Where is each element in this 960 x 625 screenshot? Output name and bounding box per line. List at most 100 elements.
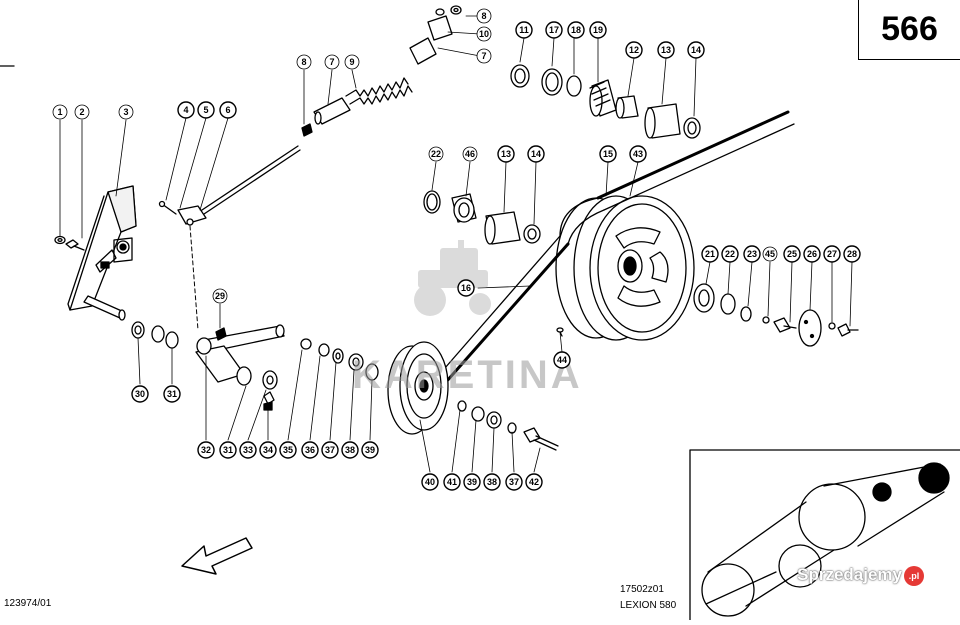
callout-7: 7	[324, 54, 340, 70]
large-pulley	[555, 195, 695, 341]
drawing-code: 123974/01	[4, 598, 52, 609]
callout-28: 28	[843, 245, 861, 263]
callout-circle	[589, 21, 607, 39]
callout-8: 8	[296, 54, 312, 70]
callout-46: 46	[462, 146, 478, 162]
callout-circle	[341, 441, 359, 459]
callout-8: 8	[476, 8, 492, 24]
tractor-watermark-icon	[414, 240, 491, 316]
callout-circle	[657, 41, 675, 59]
callout-label: 8	[301, 57, 306, 67]
callout-label: 40	[425, 477, 435, 487]
callout-23: 23	[743, 245, 761, 263]
callout-circle	[476, 48, 492, 64]
callout-34: 34	[259, 441, 277, 459]
callout-label: 22	[725, 249, 735, 259]
bracket-part	[67, 185, 137, 321]
callout-circle	[476, 26, 492, 42]
callout-label: 16	[461, 283, 471, 293]
callout-label: 11	[519, 25, 529, 35]
callout-19: 19	[589, 21, 607, 39]
callout-13: 13	[657, 41, 675, 59]
callout-32: 32	[197, 441, 215, 459]
page-number: 566	[858, 0, 960, 60]
callout-circle	[525, 473, 543, 491]
callout-label: 4	[183, 105, 188, 115]
callout-circle	[762, 246, 778, 262]
callout-circle	[118, 104, 134, 120]
callout-label: 36	[305, 445, 315, 455]
callout-label: 33	[243, 445, 253, 455]
callout-circle	[823, 245, 841, 263]
callout-label: 42	[529, 477, 539, 487]
right-bolt-group	[693, 283, 859, 347]
callout-2: 2	[74, 104, 90, 120]
callout-label: 37	[509, 477, 519, 487]
callout-label: 31	[167, 389, 177, 399]
callout-circle	[701, 245, 719, 263]
callout-label: 31	[223, 445, 233, 455]
callout-circle	[599, 145, 617, 163]
callout-39: 39	[463, 473, 481, 491]
callout-6: 6	[219, 101, 237, 119]
callout-label: 21	[705, 249, 715, 259]
small-parts-right	[457, 400, 559, 451]
callout-label: 43	[633, 149, 643, 159]
callout-label: 10	[479, 29, 489, 39]
callout-7: 7	[476, 48, 492, 64]
bearing-set-top	[510, 64, 701, 139]
callout-3: 3	[118, 104, 134, 120]
callout-label: 13	[501, 149, 511, 159]
callout-label: 8	[481, 11, 486, 21]
callout-label: 14	[691, 45, 701, 55]
callout-label: 3	[123, 107, 128, 117]
v-belt	[437, 110, 795, 384]
callout-label: 38	[345, 445, 355, 455]
callout-circle	[301, 441, 319, 459]
callout-9: 9	[344, 54, 360, 70]
callout-circle	[421, 473, 439, 491]
callout-circle	[344, 54, 360, 70]
callout-label: 18	[571, 25, 581, 35]
callout-circle	[74, 104, 90, 120]
callout-4: 4	[177, 101, 195, 119]
bolt-part	[54, 235, 85, 251]
link-rod-part	[158, 145, 301, 226]
callout-33: 33	[239, 441, 257, 459]
callout-label: 35	[283, 445, 293, 455]
callout-label: 1	[57, 107, 62, 117]
callout-label: 19	[593, 25, 603, 35]
callout-43: 43	[629, 145, 647, 163]
callout-11: 11	[515, 21, 533, 39]
watermark-text: KARETINA	[352, 353, 583, 397]
callout-31: 31	[219, 441, 237, 459]
belt-routing-inset	[689, 449, 960, 621]
callout-label: 37	[325, 445, 335, 455]
callout-circle	[321, 441, 339, 459]
callout-5: 5	[197, 101, 215, 119]
callout-label: 27	[827, 249, 837, 259]
callout-circle	[625, 41, 643, 59]
callout-42: 42	[525, 473, 543, 491]
callout-circle	[553, 351, 571, 369]
callout-circle	[197, 101, 215, 119]
callout-circle	[163, 385, 181, 403]
callout-circle	[443, 473, 461, 491]
callout-25: 25	[783, 245, 801, 263]
callout-label: 7	[481, 51, 486, 61]
callout-14: 14	[687, 41, 705, 59]
callout-circle	[803, 245, 821, 263]
site-badge-icon: .pl	[904, 565, 924, 586]
callout-label: 30	[135, 389, 145, 399]
callout-label: 45	[765, 249, 775, 259]
callout-label: 9	[349, 57, 354, 67]
callout-label: 2	[79, 107, 84, 117]
callout-label: 12	[629, 45, 639, 55]
callout-label: 44	[557, 355, 567, 365]
callout-circle	[131, 385, 149, 403]
callout-circle	[783, 245, 801, 263]
callout-16: 16	[457, 279, 475, 297]
